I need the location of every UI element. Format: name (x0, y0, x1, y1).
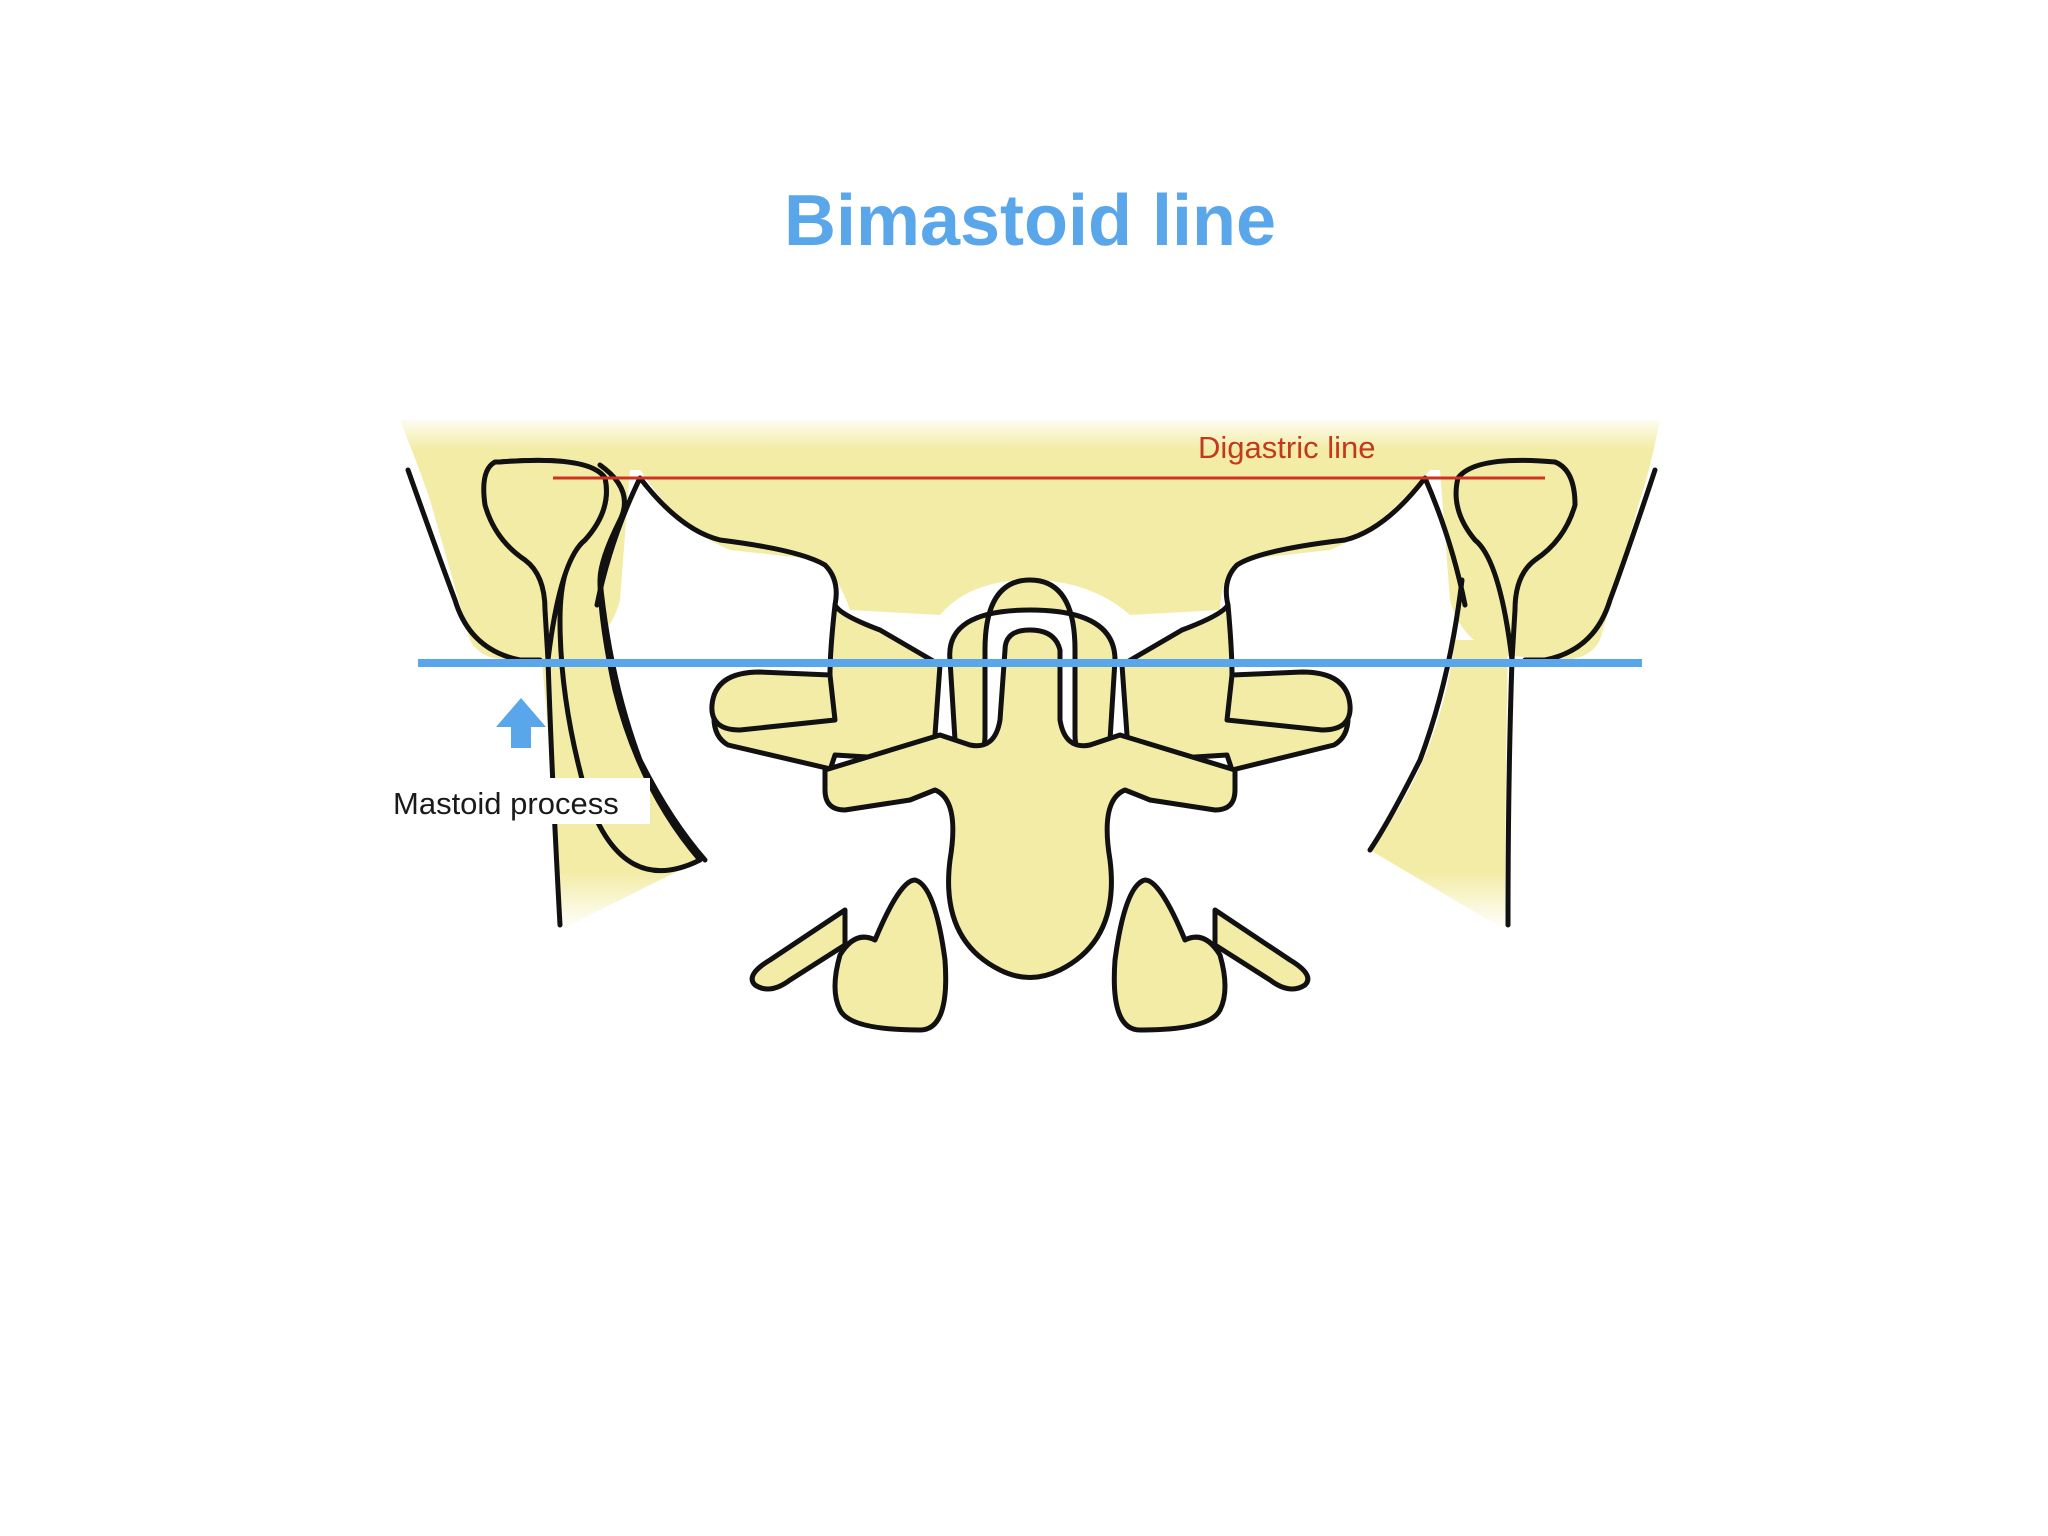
left-mastoid-tip (481, 457, 609, 663)
right-ramus-inner (1367, 577, 1465, 853)
axis-body (822, 627, 1238, 980)
left-ramus-inner (597, 577, 708, 863)
right-ramus (1370, 640, 1508, 930)
left-transverse-process (709, 669, 838, 733)
skull-base (400, 420, 1660, 660)
left-skull-contour (405, 467, 543, 663)
left-digastric-groove (594, 475, 839, 608)
right-inferior-process (1111, 877, 1228, 1033)
left-inferior-process (832, 877, 949, 1033)
right-lamina-spur (1212, 907, 1311, 992)
right-skull-contour (1522, 467, 1658, 663)
right-transverse-process (1224, 669, 1353, 733)
right-digastric-groove (1223, 475, 1468, 608)
page-title: Bimastoid line (784, 181, 1276, 261)
mastoid-process-label: Mastoid process (393, 786, 619, 821)
digastric-line-label: Digastric line (1198, 430, 1375, 465)
mastoid-label-background (388, 778, 650, 824)
up-arrow-icon (496, 698, 546, 748)
right-ramus-outline (1505, 657, 1515, 928)
left-lamina-spur (749, 907, 848, 992)
